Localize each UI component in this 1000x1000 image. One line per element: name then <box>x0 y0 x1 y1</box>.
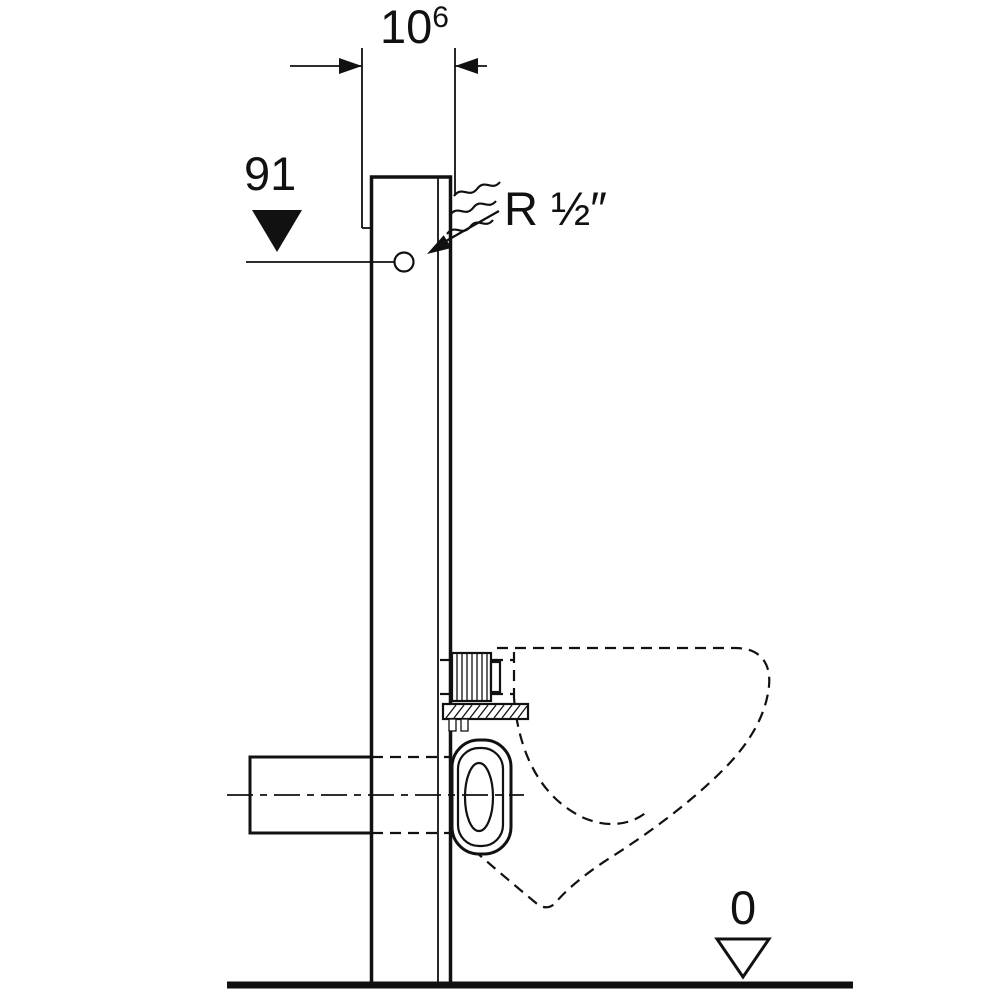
supply-height-label: 91 <box>244 147 296 200</box>
supply-level-marker: 91 <box>244 147 415 273</box>
toilet-bowl-curve <box>512 697 650 826</box>
flush-fitting-thread-ribs <box>456 653 488 701</box>
drain-bell-connector <box>450 738 513 856</box>
module-panel <box>362 175 453 987</box>
mounting-bolt <box>448 718 457 732</box>
drain-bell-inner <box>463 761 495 833</box>
flush-fitting <box>441 651 530 732</box>
level-triangle-filled-icon <box>252 210 302 252</box>
toilet-outer-profile <box>475 646 771 909</box>
hose-wave-icon <box>453 181 501 197</box>
top-dimension-value: 10 <box>380 0 432 53</box>
inlet-pipe <box>227 755 524 835</box>
flush-fitting-collar <box>489 660 502 694</box>
dimension-arrow-right-icon <box>455 58 478 74</box>
water-supply: R ½″ <box>427 181 607 254</box>
mounting-bolt <box>460 718 469 732</box>
toilet-dashed-outline <box>475 646 771 909</box>
dimension-arrow-left-icon <box>339 58 362 74</box>
hose-wave-icon <box>449 200 497 216</box>
water-connection-point <box>393 251 415 273</box>
mounting-plate-hatch <box>445 704 528 719</box>
thread-arrow-line <box>445 210 500 242</box>
thread-size-label: R ½″ <box>504 182 607 235</box>
thread-arrow-head-icon <box>427 235 452 254</box>
top-dimension-superscript: 6 <box>432 1 449 34</box>
floor-level-marker: 0 <box>714 881 772 980</box>
top-dimension-label: 106 <box>380 0 449 53</box>
level-triangle-open-icon <box>714 937 772 980</box>
top-dimension: 106 <box>290 0 487 228</box>
hidden-lines <box>372 658 452 835</box>
floor-level-label: 0 <box>730 881 756 934</box>
